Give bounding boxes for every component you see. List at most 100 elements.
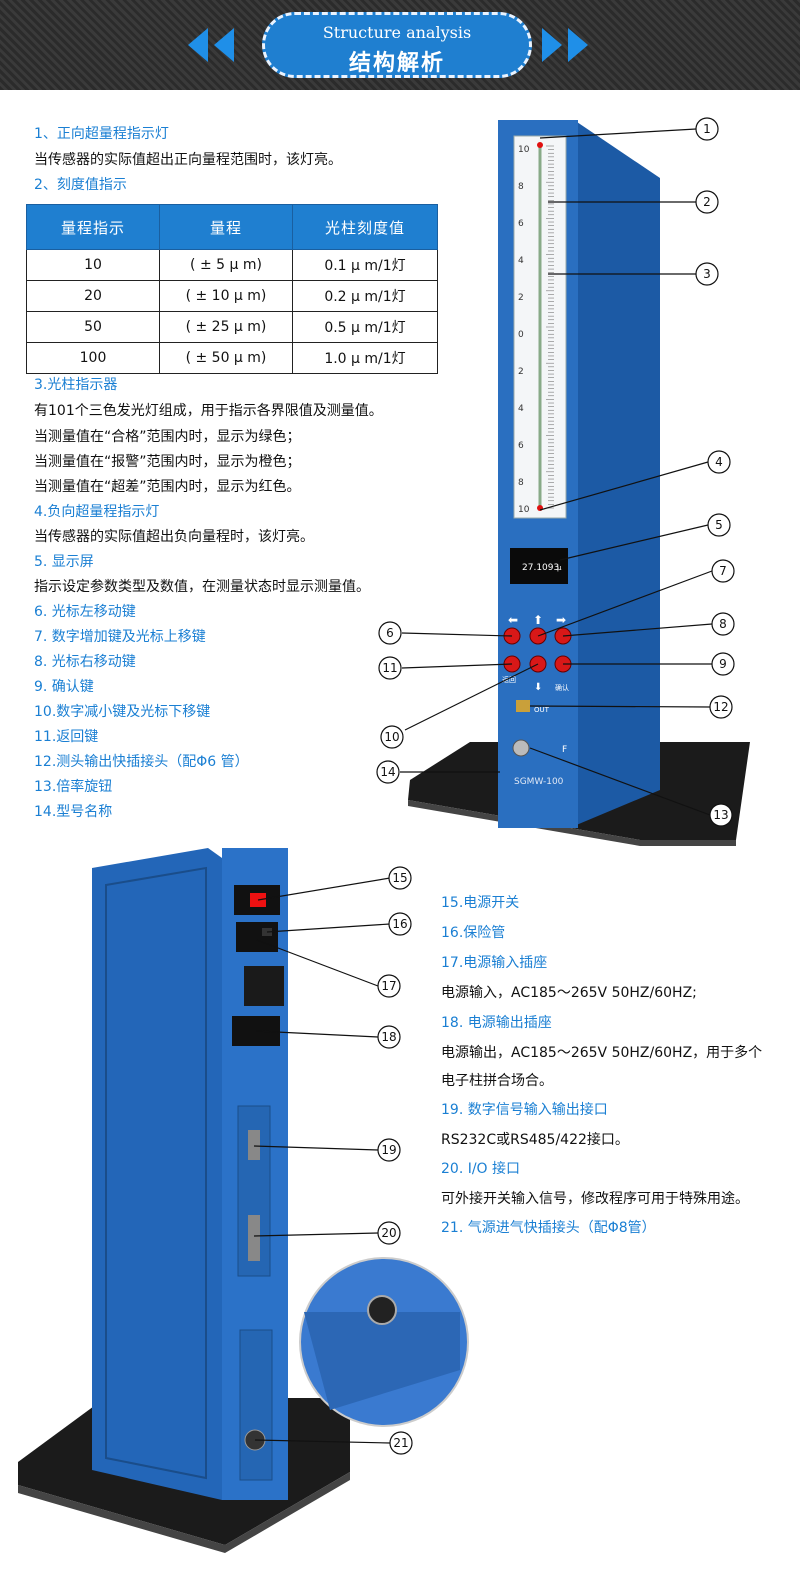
display-screen bbox=[510, 548, 568, 584]
left-chevron-icon bbox=[188, 28, 208, 62]
table-cell: 20 bbox=[26, 280, 160, 312]
callout-number: 13 bbox=[713, 808, 728, 822]
item-title: 4.负向超量程指示灯 bbox=[34, 504, 160, 520]
table-cell: 100 bbox=[26, 342, 160, 374]
table-header-row: 量程指示 量程 光柱刻度值 bbox=[26, 204, 438, 250]
ratio-knob[interactable] bbox=[512, 739, 530, 757]
out-label: OUT bbox=[534, 706, 550, 714]
scale-mark: 8 bbox=[518, 478, 524, 488]
item-desc: 电子柱拼合场合。 bbox=[441, 1073, 553, 1089]
rs232-port[interactable] bbox=[248, 1130, 260, 1160]
callout-number: 2 bbox=[703, 195, 711, 209]
f-label: F bbox=[562, 745, 567, 755]
scale-mark: 10 bbox=[518, 505, 530, 515]
item-title: 9. 确认键 bbox=[34, 679, 94, 695]
io-port[interactable] bbox=[248, 1215, 260, 1261]
table-cell: 0.1 μ m/1灯 bbox=[292, 249, 438, 281]
callout-number: 5 bbox=[715, 518, 723, 532]
item-title: 8. 光标右移动键 bbox=[34, 654, 136, 670]
callout-number: 21 bbox=[393, 1436, 408, 1450]
scale-mark: 4 bbox=[518, 256, 524, 266]
callout-number: 8 bbox=[719, 617, 727, 631]
callout-number: 11 bbox=[382, 661, 397, 675]
scale-mark: 8 bbox=[518, 182, 524, 192]
item-title: 3.光柱指示器 bbox=[34, 377, 118, 393]
table-row: 20 ( ± 10 μ m) 0.2 μ m/1灯 bbox=[26, 280, 438, 312]
title-english: Structure analysis bbox=[322, 23, 472, 42]
item-desc: 电源输出，AC185～265V 50HZ/60HZ，用于多个 bbox=[441, 1045, 763, 1061]
callout-number: 19 bbox=[381, 1143, 396, 1157]
callout-number: 6 bbox=[386, 626, 394, 640]
callout-number: 7 bbox=[719, 564, 727, 578]
table-header-cell: 量程 bbox=[159, 204, 293, 250]
left-chevron-icon bbox=[214, 28, 234, 62]
item-title: 2、刻度值指示 bbox=[34, 177, 127, 193]
model-name: SGMW-100 bbox=[514, 777, 564, 787]
callout-number: 4 bbox=[715, 455, 723, 469]
right-chevron-icon bbox=[542, 28, 562, 62]
item-title: 1、正向超量程指示灯 bbox=[34, 126, 169, 142]
scale-ticks bbox=[546, 145, 554, 509]
item-desc: 当传感器的实际值超出正向量程范围时，该灯亮。 bbox=[34, 152, 342, 168]
scale-mark: 2 bbox=[518, 293, 524, 303]
callout-number: 16 bbox=[392, 917, 407, 931]
table-header-cell: 量程指示 bbox=[26, 204, 160, 250]
item-title: 11.返回键 bbox=[34, 729, 99, 745]
down-arrow-icon: ⬇ bbox=[534, 682, 542, 693]
item-desc: 有101个三色发光灯组成，用于指示各界限值及测量值。 bbox=[34, 403, 383, 419]
item-title: 12.测头输出快插接头（配Φ6 管） bbox=[34, 754, 249, 770]
item-title: 7. 数字增加键及光标上移键 bbox=[34, 629, 206, 645]
item-desc: 当测量值在“超差”范围内时，显示为红色。 bbox=[34, 479, 301, 495]
callout-number: 17 bbox=[381, 979, 396, 993]
item-title: 15.电源开关 bbox=[441, 895, 520, 911]
item-title: 20. I/O 接口 bbox=[441, 1161, 521, 1177]
negative-over-range-led bbox=[537, 505, 543, 511]
lower-panel bbox=[239, 1329, 273, 1481]
scale-mark: 6 bbox=[518, 219, 524, 229]
table-row: 100 ( ± 50 μ m) 1.0 μ m/1灯 bbox=[26, 342, 438, 374]
up-arrow-icon: ⬆ bbox=[533, 613, 543, 627]
item-title: 21. 气源进气快插接头（配Φ8管） bbox=[441, 1220, 656, 1236]
confirm-key-label: 确认 bbox=[555, 683, 569, 692]
item-title: 6. 光标左移动键 bbox=[34, 604, 136, 620]
item-title: 5. 显示屏 bbox=[34, 554, 94, 570]
table-cell: 0.5 μ m/1灯 bbox=[292, 311, 438, 343]
return-key-label: 返回 bbox=[502, 676, 516, 684]
positive-over-range-led bbox=[537, 142, 543, 148]
item-desc: 当测量值在“合格”范围内时，显示为绿色； bbox=[34, 429, 301, 445]
power-input-socket[interactable] bbox=[236, 922, 278, 952]
back-column-side bbox=[92, 848, 222, 1500]
scale-mark: 2 bbox=[518, 367, 524, 377]
callout-number: 9 bbox=[719, 657, 727, 671]
item-desc: 指示设定参数类型及数值，在测量状态时显示测量值。 bbox=[34, 579, 370, 595]
probe-output-connector[interactable] bbox=[516, 700, 530, 712]
item-desc: RS232C或RS485/422接口。 bbox=[441, 1132, 629, 1148]
left-arrow-icon: ⬅ bbox=[508, 613, 518, 627]
scale-mark: 6 bbox=[518, 441, 524, 451]
item-title: 16.保险管 bbox=[441, 925, 506, 941]
callout-number: 20 bbox=[381, 1226, 396, 1240]
table-cell: 10 bbox=[26, 249, 160, 281]
table-cell: ( ± 5 μ m) bbox=[159, 249, 293, 281]
title-badge: Structure analysis 结构解析 bbox=[262, 12, 532, 78]
range-table: 量程指示 量程 光柱刻度值 10 ( ± 5 μ m) 0.1 μ m/1灯 2… bbox=[26, 204, 438, 374]
display-unit: μ bbox=[557, 564, 562, 572]
item-desc: 当测量值在“报警”范围内时，显示为橙色； bbox=[34, 454, 301, 470]
item-title: 17.电源输入插座 bbox=[441, 955, 548, 971]
scale-mark: 4 bbox=[518, 404, 524, 414]
table-cell: ( ± 50 μ m) bbox=[159, 342, 293, 374]
item-title: 13.倍率旋钮 bbox=[34, 779, 113, 795]
right-arrow-icon: ➡ bbox=[556, 613, 566, 627]
nameplate bbox=[244, 966, 284, 1006]
item-desc: 当传感器的实际值超出负向量程时，该灯亮。 bbox=[34, 529, 314, 545]
callout-number: 10 bbox=[384, 730, 399, 744]
item-title: 14.型号名称 bbox=[34, 804, 113, 820]
item-desc: 电源输入，AC185～265V 50HZ/60HZ; bbox=[441, 985, 697, 1001]
back-side-panel bbox=[105, 866, 207, 1480]
scale-mark: 10 bbox=[518, 145, 530, 155]
item-title: 19. 数字信号输入输出接口 bbox=[441, 1102, 608, 1118]
table-cell: 0.2 μ m/1灯 bbox=[292, 280, 438, 312]
table-row: 10 ( ± 5 μ m) 0.1 μ m/1灯 bbox=[26, 249, 438, 281]
front-base-edge bbox=[408, 800, 736, 846]
table-cell: ( ± 10 μ m) bbox=[159, 280, 293, 312]
